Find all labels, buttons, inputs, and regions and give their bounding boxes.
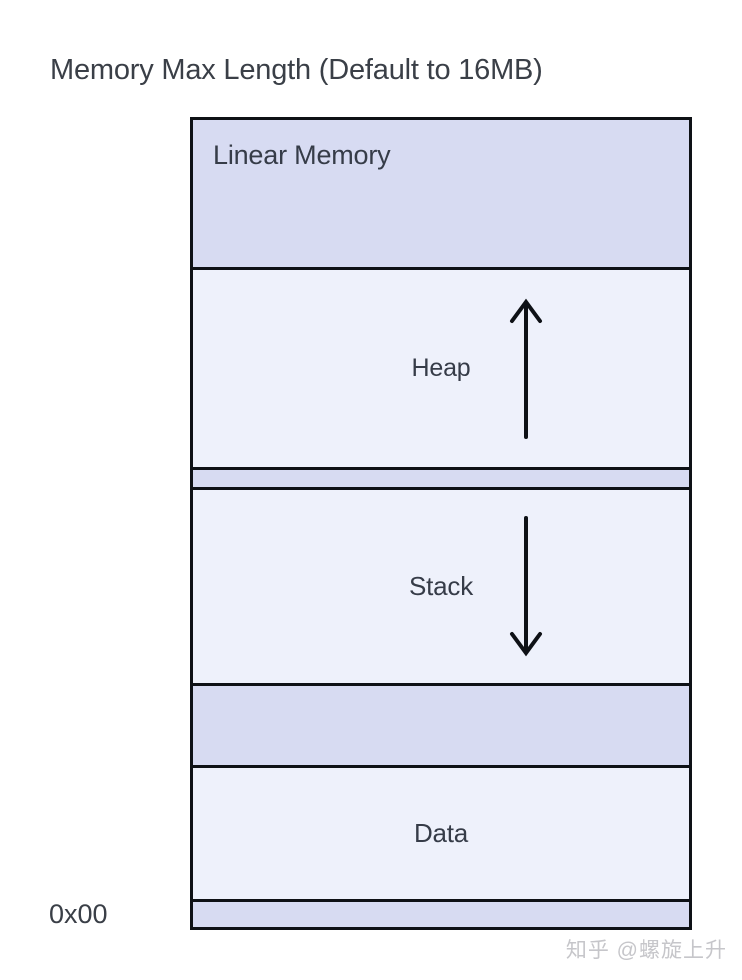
section-divider-strip (193, 470, 689, 490)
watermark: 知乎 @螺旋上升 (565, 939, 727, 962)
section-reserved-strip (193, 686, 689, 768)
diagram-title: Memory Max Length (Default to 16MB) (50, 54, 543, 86)
section-linear-memory: Linear Memory (193, 120, 689, 270)
stack-label: Stack (408, 571, 474, 601)
section-data: Data (193, 768, 689, 902)
section-heap: Heap (193, 270, 689, 470)
arrow-down-icon (506, 514, 546, 659)
arrow-up-icon (506, 296, 546, 441)
memory-box: Linear Memory Heap Stack Data (190, 117, 692, 930)
heap-label: Heap (411, 354, 471, 382)
section-bottom-strip (193, 902, 689, 927)
data-label: Data (413, 818, 469, 848)
section-stack: Stack (193, 490, 689, 686)
linear-memory-label: Linear Memory (213, 140, 391, 170)
origin-address-label: 0x00 (49, 899, 108, 929)
